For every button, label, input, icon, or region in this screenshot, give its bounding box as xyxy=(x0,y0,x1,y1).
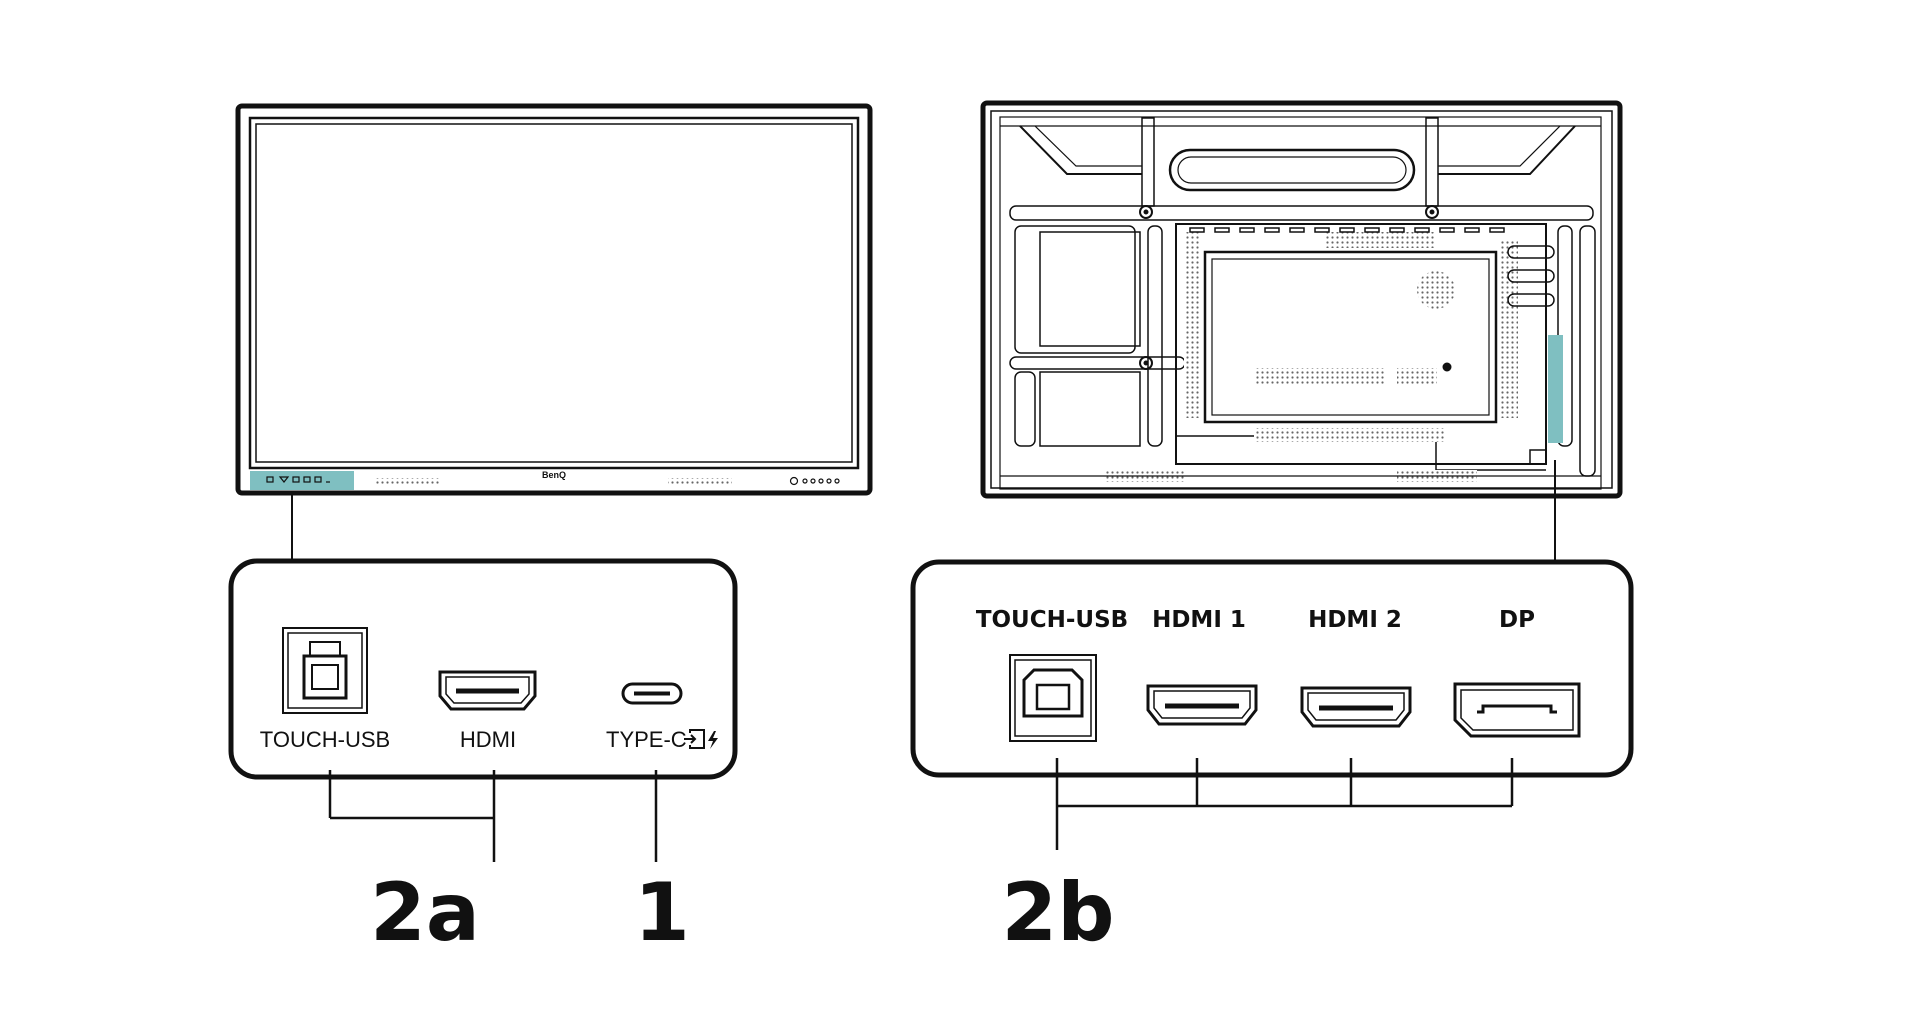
rear-port-panel: TOUCH-USB HDMI 1 HDMI 2 DP xyxy=(910,559,1634,850)
rear-touch-usb-label: TOUCH-USB xyxy=(976,607,1128,633)
front-port-panel: TOUCH-USB HDMI TYPE-C xyxy=(228,558,738,862)
right-speaker-grille xyxy=(668,478,732,485)
front-panel-leader-lines xyxy=(328,770,658,862)
callout-2a: 2a xyxy=(370,866,480,959)
rear-hdmi2-label: HDMI 2 xyxy=(1308,607,1402,633)
front-touch-usb-label: TOUCH-USB xyxy=(260,727,390,752)
callout-2b: 2b xyxy=(1002,866,1115,959)
rear-hdmi1-label: HDMI 1 xyxy=(1152,607,1246,633)
brand-logo: BenQ xyxy=(542,470,566,480)
callout-1: 1 xyxy=(634,866,690,959)
front-hdmi-port xyxy=(438,670,537,711)
front-control-buttons xyxy=(789,476,840,486)
front-touch-usb-port xyxy=(282,627,368,714)
left-speaker-grille xyxy=(375,478,439,485)
rear-hdmi1-port xyxy=(1146,684,1258,726)
rear-dp-port xyxy=(1453,682,1581,738)
rear-panel-leader-lines xyxy=(1055,758,1514,850)
front-typec-label: TYPE-C xyxy=(606,727,687,752)
front-hdmi-label: HDMI xyxy=(460,727,516,752)
front-typec-port xyxy=(621,682,683,705)
rear-dp-label: DP xyxy=(1499,607,1535,633)
rear-touch-usb-port xyxy=(1009,654,1097,742)
rear-display xyxy=(980,100,1623,499)
front-display: BenQ xyxy=(235,103,873,561)
rear-port-highlight xyxy=(1548,335,1563,443)
front-button-icons xyxy=(266,476,330,483)
front-port-highlight xyxy=(250,471,354,490)
rear-hdmi2-port xyxy=(1300,686,1412,728)
charging-bolt-icon xyxy=(708,731,718,749)
input-source-icon xyxy=(684,729,705,749)
